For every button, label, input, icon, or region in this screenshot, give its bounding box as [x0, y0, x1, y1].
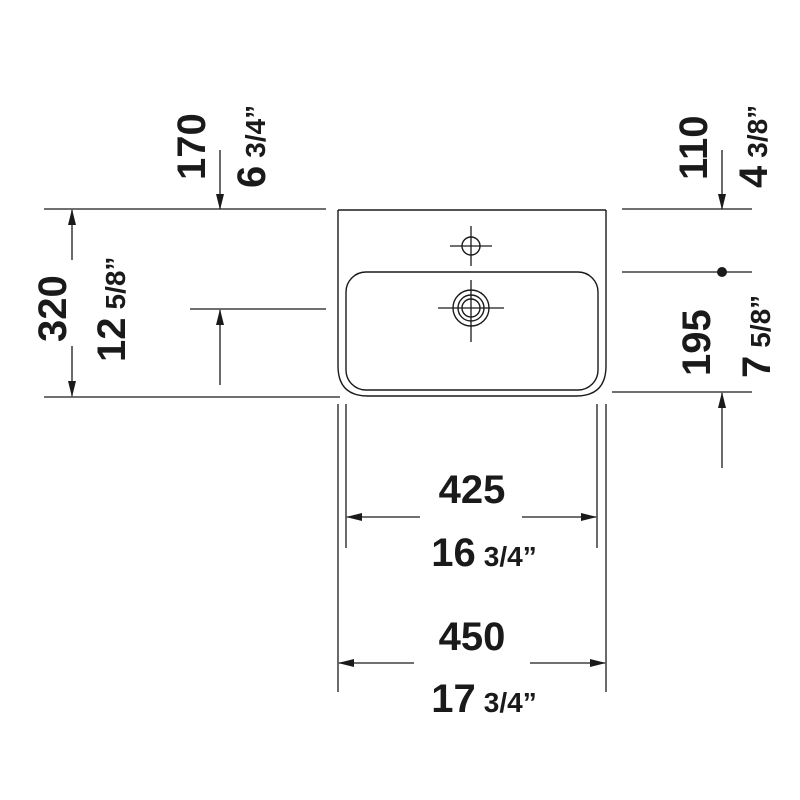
dim-320-imperial-whole: 12: [90, 318, 134, 363]
svg-text:125/8”: 12 5/8”: [90, 257, 134, 362]
dim-110-imperial-frac: 3/8”: [742, 105, 773, 158]
dim-110-label: 110: [672, 115, 716, 180]
dim-170-label: 170: [170, 113, 214, 180]
dim-170-metric: 170: [170, 113, 214, 180]
dim-195-imperial-label: 7 5/8”: [735, 295, 779, 378]
tap-hole-icon: [450, 226, 492, 266]
svg-text:75/8”: 7 5/8”: [735, 295, 779, 378]
dim-450-imperial-label: 17 3/4”: [431, 677, 536, 721]
dim-170-imperial-label: 6 3/4”: [230, 105, 274, 188]
dim-450-metric: 450: [439, 615, 506, 659]
dim-170-imperial-whole: 6: [230, 166, 274, 188]
dim-425-imperial-label: 16 3/4”: [431, 531, 536, 575]
drain-icon: [438, 280, 504, 342]
dim-425-metric: 425: [439, 468, 506, 512]
basin-bowl: [345, 271, 599, 391]
dim-320-imperial-frac: 5/8”: [100, 257, 131, 310]
basin-outline: [337, 209, 607, 397]
dim-110-imperial-label: 4 3/8”: [732, 105, 776, 188]
dim-450-imperial-frac: 3/4”: [484, 687, 537, 718]
dim-425-imperial-whole: 16: [431, 531, 476, 575]
extension-lines: [44, 208, 752, 692]
dim-320-label: 320: [31, 275, 75, 342]
dim-195-imperial-frac: 5/8”: [745, 295, 776, 348]
dim-320-imperial-label: 12 5/8”: [90, 257, 134, 362]
dim-195-imperial-whole: 7: [735, 356, 779, 378]
dim-425-imperial-frac: 3/4”: [484, 541, 537, 572]
svg-text:43/8”: 4 3/8”: [732, 105, 776, 188]
dim-195-metric: 195: [675, 309, 719, 376]
dim-170-imperial-frac: 3/4”: [240, 105, 271, 158]
dim-320-metric: 320: [31, 275, 75, 342]
svg-text:63/4”: 6 3/4”: [230, 105, 274, 188]
dim-195-label: 195: [675, 309, 719, 376]
dim-110-imperial-whole: 4: [732, 165, 776, 188]
dim-450-imperial-whole: 17: [431, 677, 476, 721]
reference-point-marker: [717, 267, 727, 277]
dim-110-metric: 110: [672, 115, 716, 180]
